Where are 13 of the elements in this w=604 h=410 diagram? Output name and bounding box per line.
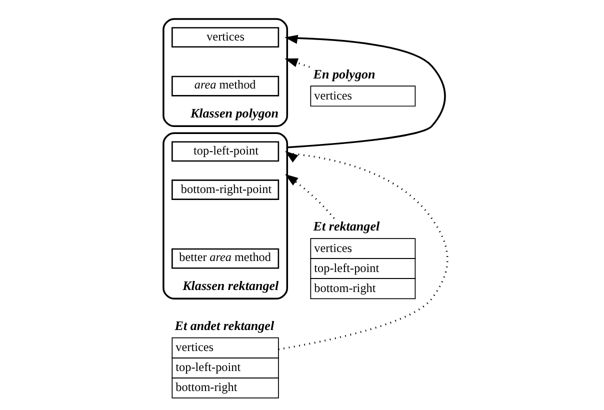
node-label: Et andet rektangel <box>174 318 274 334</box>
arrow <box>284 58 310 68</box>
node-label: Et rektangel <box>313 218 380 234</box>
node-box: bottom-right-point <box>172 180 280 200</box>
node-box: vertices <box>172 27 280 48</box>
node-box: better area method <box>172 248 280 269</box>
arrow <box>284 34 446 148</box>
node-box: vertices <box>310 86 416 107</box>
arrow <box>278 150 448 350</box>
arrow <box>285 174 335 219</box>
node-box: top-left-point <box>172 141 280 162</box>
node-box: area method <box>172 76 280 96</box>
node-label: En polygon <box>313 66 376 82</box>
